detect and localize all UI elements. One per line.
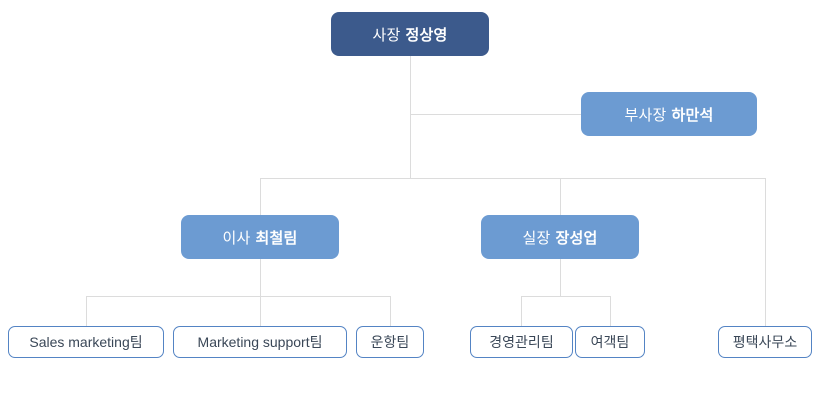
connector-line bbox=[765, 178, 766, 326]
connector-line bbox=[86, 296, 390, 297]
connector-line bbox=[521, 296, 522, 326]
node-title: 사장 bbox=[372, 26, 401, 44]
org-node-team-management: 경영관리팀 bbox=[470, 326, 573, 358]
org-node-team-operations: 운항팀 bbox=[356, 326, 424, 358]
node-name: 하만석 bbox=[671, 106, 714, 124]
org-node-chief: 실장 장성업 bbox=[481, 215, 639, 259]
org-node-vice-president: 부사장 하만석 bbox=[581, 92, 757, 136]
connector-line bbox=[521, 296, 610, 297]
team-label: 경영관리팀 bbox=[489, 334, 554, 350]
org-node-team-sales-marketing: Sales marketing팀 bbox=[8, 326, 164, 358]
team-label: 운항팀 bbox=[370, 334, 410, 350]
connector-line bbox=[86, 296, 87, 326]
connector-line bbox=[560, 259, 561, 296]
node-title: 부사장 bbox=[624, 106, 667, 124]
connector-line bbox=[390, 296, 391, 326]
connector-line bbox=[560, 178, 561, 215]
org-node-team-marketing-support: Marketing support팀 bbox=[173, 326, 347, 358]
connector-line bbox=[260, 259, 261, 296]
connector-line bbox=[610, 296, 611, 326]
node-name: 최철림 bbox=[255, 229, 298, 247]
connector-line bbox=[410, 56, 411, 178]
node-title: 이사 bbox=[222, 229, 251, 247]
connector-line bbox=[410, 114, 581, 115]
team-label: 여객팀 bbox=[590, 334, 630, 350]
team-label: Marketing support팀 bbox=[197, 334, 323, 350]
team-label: Sales marketing팀 bbox=[29, 334, 143, 350]
connector-line bbox=[260, 296, 261, 326]
org-node-president: 사장 정상영 bbox=[331, 12, 489, 56]
org-node-team-passenger: 여객팀 bbox=[575, 326, 645, 358]
connector-line bbox=[260, 178, 261, 215]
org-node-pyeongtaek-office: 평택사무소 bbox=[718, 326, 812, 358]
node-name: 정상영 bbox=[405, 26, 448, 44]
connector-line bbox=[260, 178, 765, 179]
org-node-director: 이사 최철림 bbox=[181, 215, 339, 259]
team-label: 평택사무소 bbox=[732, 334, 798, 350]
node-title: 실장 bbox=[522, 229, 551, 247]
node-name: 장성업 bbox=[555, 229, 598, 247]
